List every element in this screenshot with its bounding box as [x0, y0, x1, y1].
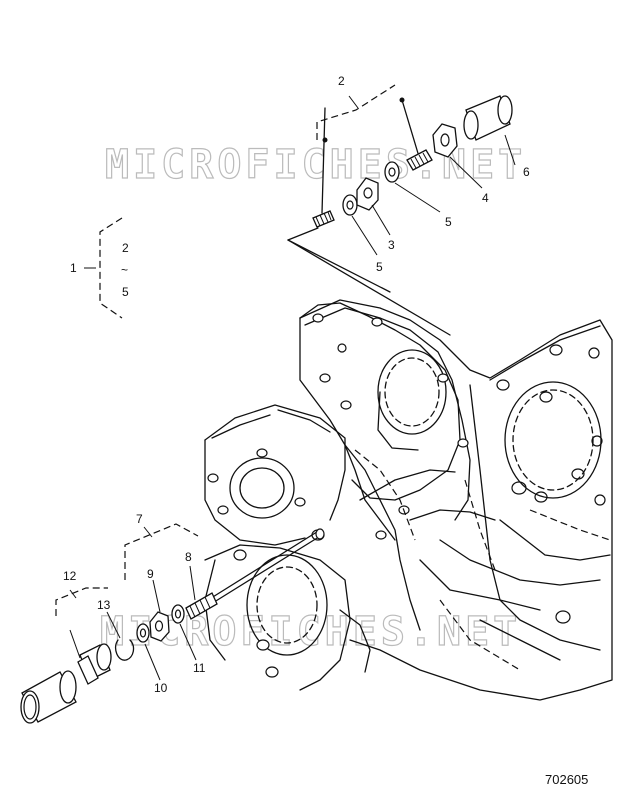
stud-left — [312, 107, 335, 228]
upper-assembly: 2 — [287, 74, 530, 336]
sleeve-item-6 — [463, 95, 513, 141]
nut-item-4 — [432, 123, 458, 158]
plug-item-12 — [77, 643, 112, 685]
callout-7: 7 — [136, 512, 143, 526]
callout-1-range-separator: ~ — [121, 263, 128, 277]
callout-9: 9 — [147, 567, 154, 581]
figure-number: 702605 — [545, 772, 588, 787]
callout-12: 12 — [63, 569, 77, 583]
callout-3: 3 — [388, 238, 395, 252]
callout-5-lower: 5 — [376, 260, 383, 274]
callout-11: 11 — [193, 661, 206, 675]
nut-item-3 — [356, 177, 379, 211]
callout-1-range-end: 5 — [122, 285, 129, 299]
stud-right — [399, 97, 433, 171]
callout-10: 10 — [154, 681, 168, 695]
lower-assembly: 7 8 11 9 10 13 — [20, 512, 325, 724]
engine-block — [204, 299, 613, 701]
watermark-top: MICROFICHES.NET — [105, 142, 526, 188]
callout-8: 8 — [185, 550, 192, 564]
stud-item-8 — [185, 528, 325, 620]
callout-6: 6 — [523, 165, 530, 179]
callout-2: 2 — [338, 74, 345, 88]
snap-ring-item-13 — [114, 639, 135, 661]
callout-1-range-start: 2 — [122, 241, 129, 255]
callout-1: 1 — [70, 261, 77, 275]
callout-4: 4 — [482, 191, 489, 205]
nut-item-9 — [149, 611, 170, 642]
sleeve-bottom — [20, 670, 77, 724]
callout-5-upper: 5 — [445, 215, 452, 229]
group-bracket-1: 1 2 ~ 5 — [70, 217, 129, 319]
callout-13: 13 — [97, 598, 111, 612]
